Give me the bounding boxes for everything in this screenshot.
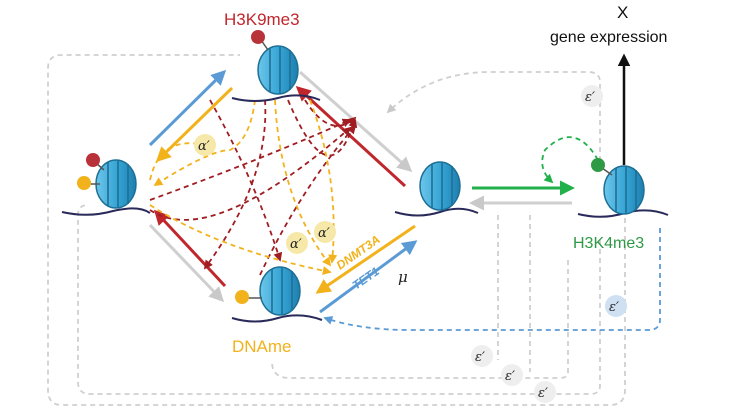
loop-mid bbox=[77, 204, 601, 395]
grey-arrow-bottom-left bbox=[148, 223, 225, 303]
dyel-3 bbox=[149, 204, 332, 275]
epsilon-top: ε′ bbox=[585, 90, 595, 105]
h3k9-mark-left bbox=[86, 153, 100, 167]
yellow-arrow-dnmt3a bbox=[315, 224, 416, 294]
nucleosome-right-unmodified bbox=[394, 161, 479, 217]
alpha-3: α′ bbox=[318, 226, 330, 241]
label-h3k9me3: H3K9me3 bbox=[224, 10, 300, 29]
label-x: X bbox=[617, 3, 628, 22]
dred-1 bbox=[203, 99, 267, 270]
dyel-1 bbox=[274, 99, 332, 267]
epsilon-1: ε′ bbox=[475, 350, 485, 365]
label-h3k4me3: H3K4me3 bbox=[573, 235, 644, 252]
red-arrow-top-right bbox=[295, 85, 407, 188]
dname-mark-left bbox=[77, 176, 91, 190]
dashed-crosstalk bbox=[149, 99, 661, 331]
dname-mark-bottom bbox=[235, 290, 249, 304]
nucleosome-bottom-dname bbox=[231, 266, 323, 323]
nucleosome-top-h3k9 bbox=[231, 30, 321, 102]
h3k4-mark bbox=[591, 158, 605, 172]
param-badges bbox=[194, 85, 627, 403]
dred-6 bbox=[259, 124, 357, 276]
epsilon-3: ε′ bbox=[538, 386, 548, 401]
mu-symbol: μ bbox=[398, 268, 408, 286]
dgreen-loop bbox=[541, 136, 599, 184]
alpha-1: α′ bbox=[198, 139, 210, 154]
dred-7 bbox=[209, 99, 283, 262]
blue-arrow-top-left bbox=[148, 69, 227, 147]
grey-dashed-loops bbox=[47, 54, 626, 406]
dyel-2 bbox=[153, 99, 256, 186]
label-gene-expression: gene expression bbox=[550, 29, 667, 46]
dyel-4 bbox=[309, 99, 338, 264]
epsilon-blue: ε′ bbox=[609, 300, 619, 315]
blue-arrow-tet1 bbox=[319, 240, 418, 314]
nucleosome-far-right-h3k4 bbox=[577, 158, 669, 218]
red-arrow-bottom-left bbox=[153, 209, 227, 288]
epsilon-2: ε′ bbox=[505, 369, 515, 384]
dred-5 bbox=[149, 126, 352, 221]
transition-arrows bbox=[148, 53, 631, 314]
loop-top bbox=[386, 71, 601, 170]
dred-4 bbox=[149, 118, 352, 201]
label-dname: DNAme bbox=[232, 337, 292, 356]
alpha-2: α′ bbox=[290, 237, 302, 252]
loop-outer bbox=[47, 54, 626, 406]
h3k9-mark bbox=[251, 30, 265, 44]
nucleosome-left-both bbox=[61, 153, 151, 216]
